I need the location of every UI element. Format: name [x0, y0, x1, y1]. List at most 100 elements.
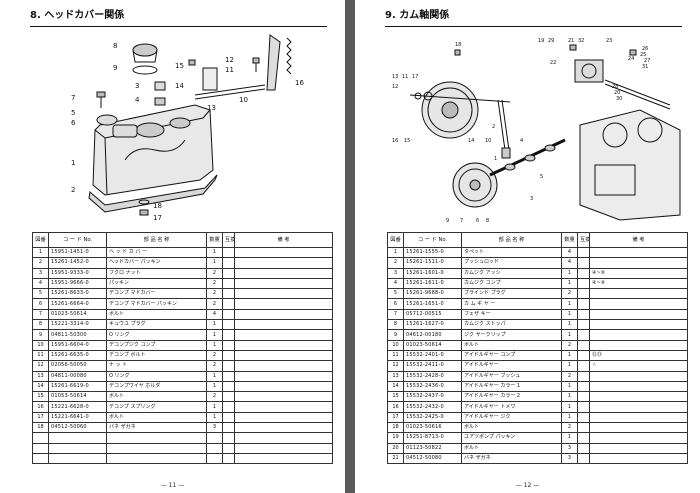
- interchangeability-cell: [222, 360, 235, 372]
- figure-no-cell: 6: [387, 298, 404, 310]
- right-page: 9. カム軸関係: [355, 0, 700, 493]
- callout-26: 26: [642, 46, 648, 52]
- interchangeability-cell: [577, 267, 590, 279]
- code-no-cell: 15221-3314-0: [48, 319, 107, 331]
- interchangeability-cell: [577, 442, 590, 454]
- quantity-cell: 2: [206, 391, 223, 403]
- quantity-cell: 1: [561, 349, 578, 362]
- callout-12: 12: [225, 56, 234, 64]
- code-no-cell: 15251-8713-0: [403, 432, 462, 444]
- left-page: 8. ヘッドカバー関係: [0, 0, 345, 493]
- col-code-no: コ ー ド No.: [403, 232, 462, 248]
- figure-no-cell: 16: [387, 401, 404, 413]
- callout-8: 8: [113, 42, 117, 50]
- figure-no-cell: 11: [32, 349, 49, 362]
- figure-no-cell: 3: [387, 267, 404, 279]
- callout-3: 3: [135, 82, 139, 90]
- remarks-cell: [234, 370, 333, 382]
- callout-2: 2: [71, 186, 75, 194]
- figure-no-cell: 2: [32, 257, 49, 269]
- quantity-cell: [206, 442, 223, 454]
- callout-25: 25: [640, 52, 646, 58]
- section-title-camshaft: 9. カム軸関係: [385, 8, 682, 27]
- code-no-cell: 15951-9333-0: [48, 267, 107, 279]
- code-no-cell: [48, 452, 107, 465]
- callout-27: 27: [644, 58, 650, 64]
- quantity-cell: 1: [206, 257, 223, 269]
- remarks-cell: [234, 246, 333, 259]
- callout-16: 16: [392, 138, 398, 144]
- remarks-cell: [234, 349, 333, 362]
- part-name-cell: アイドルギヤー カラー 1: [461, 380, 562, 393]
- figure-no-cell: 11: [387, 349, 404, 362]
- callout-16: 16: [295, 79, 304, 87]
- quantity-cell: 1: [206, 246, 223, 259]
- code-no-cell: 15261-1511-0: [403, 257, 462, 269]
- code-no-cell: [48, 442, 107, 454]
- code-no-cell: 01053-50614: [48, 391, 107, 403]
- code-no-cell: 15221-6641-0: [48, 411, 107, 424]
- code-no-cell: 15261-1555-0: [403, 246, 462, 259]
- interchangeability-cell: [222, 411, 235, 424]
- remarks-cell: ⑫⑬: [589, 349, 688, 362]
- interchangeability-cell: [222, 349, 235, 362]
- interchangeability-cell: [222, 298, 235, 310]
- callout-9: 9: [446, 218, 449, 224]
- remarks-cell: [589, 391, 688, 403]
- callout-28: 28: [612, 84, 618, 90]
- quantity-cell: 1: [561, 432, 578, 444]
- remarks-cell: [589, 308, 688, 321]
- figure-no-cell: 14: [32, 380, 49, 393]
- interchangeability-cell: [577, 401, 590, 413]
- quantity-cell: 4: [206, 308, 223, 321]
- remarks-cell: [234, 298, 333, 310]
- part-name-cell: ヘ ッ ド カ バ ー: [106, 246, 207, 259]
- part-name-cell: アイドルギヤー コンプ: [461, 349, 562, 362]
- quantity-cell: 1: [206, 339, 223, 351]
- col-part-name: 部 品 名 称: [106, 232, 207, 248]
- table-row: [32, 442, 333, 454]
- callout-29: 29: [548, 38, 554, 44]
- remarks-cell: [234, 288, 333, 300]
- interchangeability-cell: [577, 349, 590, 362]
- interchangeability-cell: [222, 329, 235, 341]
- interchangeability-cell: [577, 452, 590, 465]
- part-name-cell: カムジク コンプ: [461, 277, 562, 290]
- remarks-cell: [234, 257, 333, 269]
- code-no-cell: 04512-50060: [48, 422, 107, 434]
- part-name-cell: アイドルギヤー カラー 2: [461, 391, 562, 403]
- figure-no-cell: 9: [32, 329, 49, 341]
- code-no-cell: 15951-9666-0: [48, 277, 107, 290]
- remarks-cell: [589, 380, 688, 393]
- remarks-cell: [234, 267, 333, 279]
- quantity-cell: 1: [561, 380, 578, 393]
- remarks-cell: [589, 452, 688, 465]
- remarks-cell: [589, 298, 688, 310]
- part-name-cell: デコンプ ボルト: [106, 349, 207, 362]
- remarks-cell: [589, 319, 688, 331]
- code-no-cell: 15261-1601-0: [403, 267, 462, 279]
- figure-no-cell: 1: [32, 246, 49, 259]
- quantity-cell: 1: [561, 411, 578, 424]
- remarks-cell: [234, 339, 333, 351]
- interchangeability-cell: [577, 370, 590, 382]
- callout-7: 7: [71, 94, 75, 102]
- figure-no-cell: 15: [32, 391, 49, 403]
- figure-no-cell: 2: [387, 257, 404, 269]
- part-name-cell: プッシュロッド: [461, 257, 562, 269]
- code-no-cell: 15532-2436-0: [403, 380, 462, 393]
- interchangeability-cell: [222, 452, 235, 465]
- quantity-cell: 1: [561, 391, 578, 403]
- col-interchangeability: 互換性: [222, 232, 235, 248]
- callout-13: 13: [207, 104, 216, 112]
- part-name-cell: パッキン: [106, 277, 207, 290]
- interchangeability-cell: [222, 257, 235, 269]
- figure-no-cell: 9: [387, 329, 404, 341]
- part-name-cell: ボルト: [461, 339, 562, 351]
- callout-32: 32: [578, 38, 584, 44]
- quantity-cell: 4: [561, 246, 578, 259]
